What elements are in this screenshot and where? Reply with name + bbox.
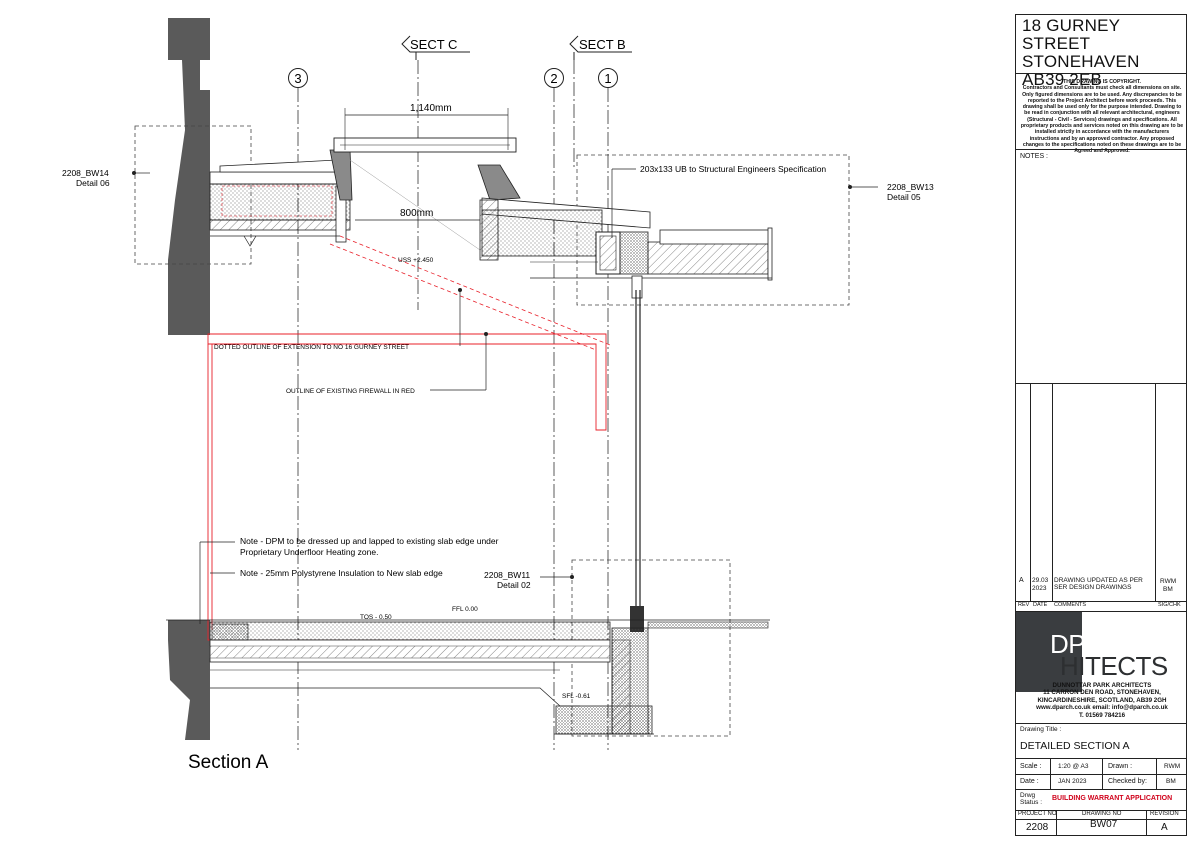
rev-sig-1: RWM <box>1160 578 1177 585</box>
logo-line-1: DPARC <box>1050 629 1137 659</box>
firm-address-2: KINCARDINESHIRE, SCOTLAND, AB39 2GH <box>1037 696 1167 704</box>
address-line-3: AB39 2EB <box>1022 70 1103 89</box>
drawing-no-label: DRAWING NO <box>1082 811 1122 817</box>
dotted-outline-note: DOTTED OUTLINE OF EXTENSION TO NO 16 GUR… <box>214 344 409 351</box>
insulation-note: Note - 25mm Polystyrene Insulation to Ne… <box>240 568 443 578</box>
hdr-rev: REV <box>1018 602 1030 608</box>
address-line-1: 18 GURNEY STREET <box>1022 16 1120 53</box>
dpm-note-line-2: Proprietary Underfloor Heating zone. <box>240 547 378 557</box>
existing-wall <box>168 18 210 335</box>
uss-level: USS +2.450 <box>398 257 434 264</box>
project-address: 18 GURNEY STREET STONEHAVEN AB39 2EB <box>1022 17 1184 89</box>
detail-box-bw13 <box>576 154 850 306</box>
ub-label: 203x133 UB to Structural Engineers Speci… <box>640 164 826 174</box>
bw13-label: 2208_BW13 <box>887 182 934 192</box>
grid-label-1: 1 <box>604 71 611 86</box>
status-label-1: Drwg <box>1020 792 1036 799</box>
grid-bubble-2 <box>544 68 564 88</box>
hdr-comments: COMMENTS <box>1054 602 1087 608</box>
firm-tel: T. 01569 784216 <box>1078 711 1126 719</box>
dpm-note-line-1: Note - DPM to be dressed up and lapped t… <box>240 536 499 546</box>
drawing-status: BUILDING WARRANT APPLICATION <box>1052 795 1173 802</box>
bw11-label: 2208_BW11 <box>484 570 530 580</box>
status-label-2: Status : <box>1020 799 1043 806</box>
section-title: Section A <box>188 752 269 773</box>
hdr-date: DATE <box>1033 602 1048 608</box>
firm-web: www.dparch.co.uk email: info@dparch.co.u… <box>1036 704 1168 712</box>
rev-comment-2: SER DESIGN DRAWINGS <box>1054 584 1132 591</box>
revision: A <box>1161 822 1168 833</box>
rev-letter: A <box>1019 577 1024 584</box>
notes-label: NOTES : <box>1020 153 1049 160</box>
scale-label: Scale : <box>1020 763 1042 770</box>
bw14-detail: Detail 06 <box>76 178 110 188</box>
sect-c-marker <box>401 35 470 53</box>
grid-bubble-3 <box>288 68 308 88</box>
drawing-title-label: Drawing Title : <box>1020 726 1062 733</box>
sfl-level: SFL -0.61 <box>562 693 591 700</box>
rev-date-2: 2023 <box>1032 585 1047 592</box>
address-line-2: STONEHAVEN <box>1022 52 1140 71</box>
rev-sig-2: BM <box>1163 586 1173 593</box>
firm-address-1: 11 CARRON DEN ROAD, STONEHAVEN, <box>1043 689 1161 697</box>
firewall-note: OUTLINE OF EXISTING FIREWALL IN RED <box>286 388 415 395</box>
firm-logo-block <box>1016 612 1082 692</box>
dim-top-label: 1,140mm <box>410 103 452 114</box>
logo-line-2: HITECTS <box>1060 651 1168 681</box>
sect-b-marker <box>569 35 632 53</box>
sect-b-label: SECT B <box>579 37 626 52</box>
grid-bubble-1 <box>598 68 618 88</box>
detail-box-bw11 <box>571 559 731 737</box>
hdr-sig: SIG/CHK <box>1158 602 1181 608</box>
sect-c-label: SECT C <box>410 37 457 52</box>
existing-wall-base <box>168 620 210 740</box>
rev-comment-1: DRAWING UPDATED AS PER <box>1054 577 1143 584</box>
title-block: 18 GURNEY STREET STONEHAVEN AB39 2EB THI… <box>1015 14 1187 836</box>
checked-label: Checked by: <box>1108 778 1147 785</box>
drawing-title: DETAILED SECTION A <box>1020 740 1130 752</box>
revision-label: REVISION <box>1150 811 1179 817</box>
scale-value: 1:20 @ A3 <box>1058 763 1089 770</box>
project-no-label: PROJECT NO <box>1018 811 1057 817</box>
copyright-head: THIS DRAWING IS COPYRIGHT. <box>1063 79 1141 85</box>
dim-inner-label: 800mm <box>400 208 433 219</box>
bw14-label: 2208_BW14 <box>62 168 109 178</box>
date-value: JAN 2023 <box>1058 778 1087 785</box>
date-label: Date : <box>1020 778 1039 785</box>
checked-value: BM <box>1166 778 1176 785</box>
grid-label-3: 3 <box>294 71 301 86</box>
ffl-level: FFL 0.00 <box>452 606 478 613</box>
rev-date-1: 29.03 <box>1032 577 1049 584</box>
copyright-notice: THIS DRAWING IS COPYRIGHT. Contractors a… <box>1020 79 1184 155</box>
drawn-label: Drawn : <box>1108 763 1133 770</box>
bw11-detail: Detail 02 <box>497 580 531 590</box>
firm-logo: DPARC HITECTS <box>1050 629 1168 681</box>
bw13-detail: Detail 05 <box>887 192 921 202</box>
firm-details: DUNNOTTAR PARK ARCHITECTS 11 CARRON DEN … <box>1020 682 1184 719</box>
drawn-value: RWM <box>1164 763 1181 770</box>
firm-name: DUNNOTTAR PARK ARCHITECTS <box>1052 682 1152 689</box>
dotted-extension-line-2 <box>329 243 597 351</box>
grid-label-2: 2 <box>550 71 557 86</box>
tos-level: TOS - 0.50 <box>360 614 392 621</box>
copyright-body: Contractors and Consultants must check a… <box>1020 85 1184 155</box>
drawing-no: BW07 <box>1090 819 1118 830</box>
project-no: 2208 <box>1026 822 1049 833</box>
